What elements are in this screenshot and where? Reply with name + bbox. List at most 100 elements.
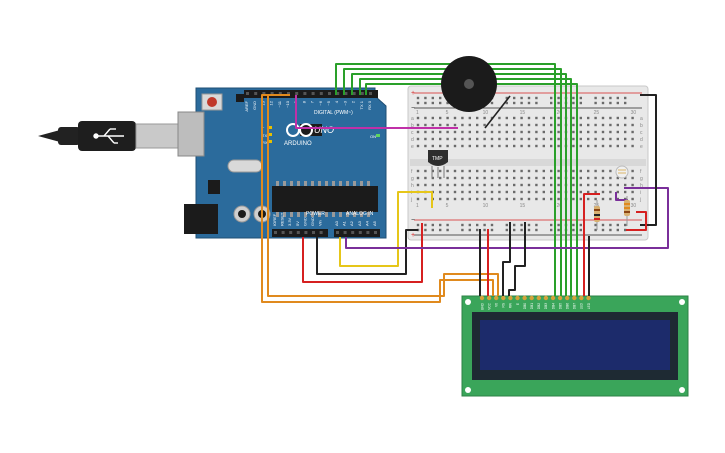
digital-pins-label: DIGITAL (PWM~) bbox=[314, 110, 353, 116]
breadboard-row-letter: a bbox=[640, 116, 643, 122]
breadboard-row-letter: a bbox=[411, 116, 414, 122]
lcd-pin bbox=[515, 295, 520, 301]
lcd-pin bbox=[557, 295, 563, 301]
rail-plus-bottom: + bbox=[411, 232, 415, 239]
arduino-pin-label: ~10 bbox=[285, 100, 290, 108]
lcd-pin-label: LED bbox=[587, 302, 591, 309]
lcd-pin bbox=[543, 295, 549, 301]
arduino-pin-label: Vin bbox=[318, 220, 323, 226]
temperature-sensor: TMP bbox=[428, 150, 448, 178]
lcd-pin-label: DB0 bbox=[523, 303, 527, 309]
lcd-pin-label: V0 bbox=[495, 303, 499, 307]
arduino-pin-label: 8 bbox=[301, 100, 306, 103]
lcd-pin-label: DB3 bbox=[544, 303, 548, 309]
lcd-pin bbox=[486, 295, 492, 301]
lcd-pin bbox=[494, 295, 499, 301]
breadboard-column-number: 25 bbox=[594, 110, 600, 116]
wire-black-buzzer bbox=[484, 95, 511, 129]
arduino-brand-label: ARDUINO bbox=[284, 141, 312, 147]
arduino-pin-label: GND bbox=[252, 101, 257, 110]
wire-black-lcd-v0 bbox=[508, 222, 526, 296]
breadboard-column-number: 15 bbox=[520, 203, 526, 209]
wire-black-rail-right bbox=[640, 94, 657, 226]
usb-cable bbox=[38, 117, 197, 155]
arduino-pin-label: GND bbox=[310, 217, 315, 226]
breadboard-column-number: 5 bbox=[446, 203, 449, 209]
power-header bbox=[272, 229, 328, 237]
rail-minus-bottom: − bbox=[411, 217, 415, 224]
arduino-pin-label: ~6 bbox=[318, 100, 323, 105]
power-label: POWER bbox=[306, 211, 325, 217]
arduino-pin-label: AREF bbox=[244, 100, 249, 111]
arduino-uno-board: ARDUINO UNO DIGITAL (PWM~) POWER ANALOG … bbox=[177, 87, 387, 239]
lcd-pin bbox=[579, 295, 584, 301]
breadboard: + − + − 115510101515202025253030 aabbccd… bbox=[407, 85, 649, 241]
lcd-pin bbox=[550, 295, 556, 301]
arduino-pin-label: ~11 bbox=[277, 100, 282, 107]
arduino-pin-label: ~3 bbox=[342, 100, 347, 105]
lcd-pin bbox=[572, 295, 577, 301]
wire-black-lcd-rw bbox=[502, 222, 511, 296]
wire-black-gnd-arduino bbox=[316, 229, 418, 275]
breadboard-row-letter: e bbox=[411, 144, 414, 150]
breadboard-column-number: 30 bbox=[631, 203, 637, 209]
arduino-infinity-logo bbox=[286, 123, 313, 137]
breadboard-row-letter: g bbox=[640, 176, 643, 182]
breadboard-column-number: 1 bbox=[416, 110, 419, 116]
breadboard-row-letter: d bbox=[411, 137, 414, 143]
lcd-pin bbox=[536, 295, 541, 301]
arduino-pin-label: IOREF bbox=[272, 213, 277, 226]
lcd-pin bbox=[522, 295, 527, 301]
breadboard-row-letter: b bbox=[640, 123, 643, 129]
arduino-pin-label: RESET bbox=[280, 212, 285, 226]
lcd-pin-label: DB6 bbox=[566, 303, 570, 309]
arduino-pin-label: 5V bbox=[295, 221, 300, 226]
breadboard-row-letter: j bbox=[639, 197, 641, 203]
wire-orange-2 bbox=[267, 94, 499, 297]
breadboard-row-letter: c bbox=[411, 130, 414, 136]
analog-header bbox=[334, 229, 380, 237]
lcd-pin-label: RW bbox=[509, 303, 513, 308]
breadboard-row-letter: h bbox=[411, 183, 414, 189]
lcd-pin-label: E bbox=[516, 303, 520, 305]
arduino-pin-label: A5 bbox=[372, 220, 377, 226]
wire-yellow-tmp bbox=[339, 191, 433, 267]
breadboard-row-letter: c bbox=[640, 130, 643, 136]
lcd-pin-label: LED bbox=[580, 302, 584, 309]
breadboard-row-letter: d bbox=[640, 137, 643, 143]
arduino-pin-label: 12 bbox=[269, 100, 274, 105]
wire-magenta-buzzer bbox=[295, 95, 458, 129]
arduino-pin-label: GND bbox=[302, 217, 307, 226]
breadboard-column-number: 5 bbox=[446, 110, 449, 116]
resistor-1 bbox=[594, 200, 600, 230]
wire-orange-1 bbox=[261, 94, 494, 303]
arduino-pin-label: A2 bbox=[349, 220, 354, 226]
lcd-pin-label: VCC bbox=[487, 302, 491, 309]
lcd-pin-label: GND bbox=[480, 302, 484, 310]
breadboard-row-letter: f bbox=[640, 169, 642, 175]
l-label: L bbox=[262, 124, 265, 129]
wire-purple-a1 bbox=[345, 187, 669, 249]
on-label: ON bbox=[370, 134, 376, 139]
arduino-pin-label: A0 bbox=[334, 220, 339, 226]
tx-label: TX bbox=[262, 133, 267, 138]
breadboard-column-number: 1 bbox=[416, 203, 419, 209]
wire-red-lcd-led bbox=[583, 193, 600, 296]
piezo-buzzer bbox=[441, 56, 497, 112]
lcd-pin-label: DB2 bbox=[537, 303, 541, 309]
wire-green-1 bbox=[335, 63, 556, 296]
lcd-pin bbox=[565, 295, 570, 301]
digital-header bbox=[244, 90, 378, 98]
lcd-pin bbox=[508, 295, 513, 301]
arduino-model-label: UNO bbox=[314, 125, 334, 135]
breadboard-column-number: 30 bbox=[631, 110, 637, 116]
tmp-sensor-label: TMP bbox=[432, 156, 443, 162]
rx-label: RX bbox=[262, 140, 268, 145]
lcd-pin bbox=[479, 295, 485, 301]
